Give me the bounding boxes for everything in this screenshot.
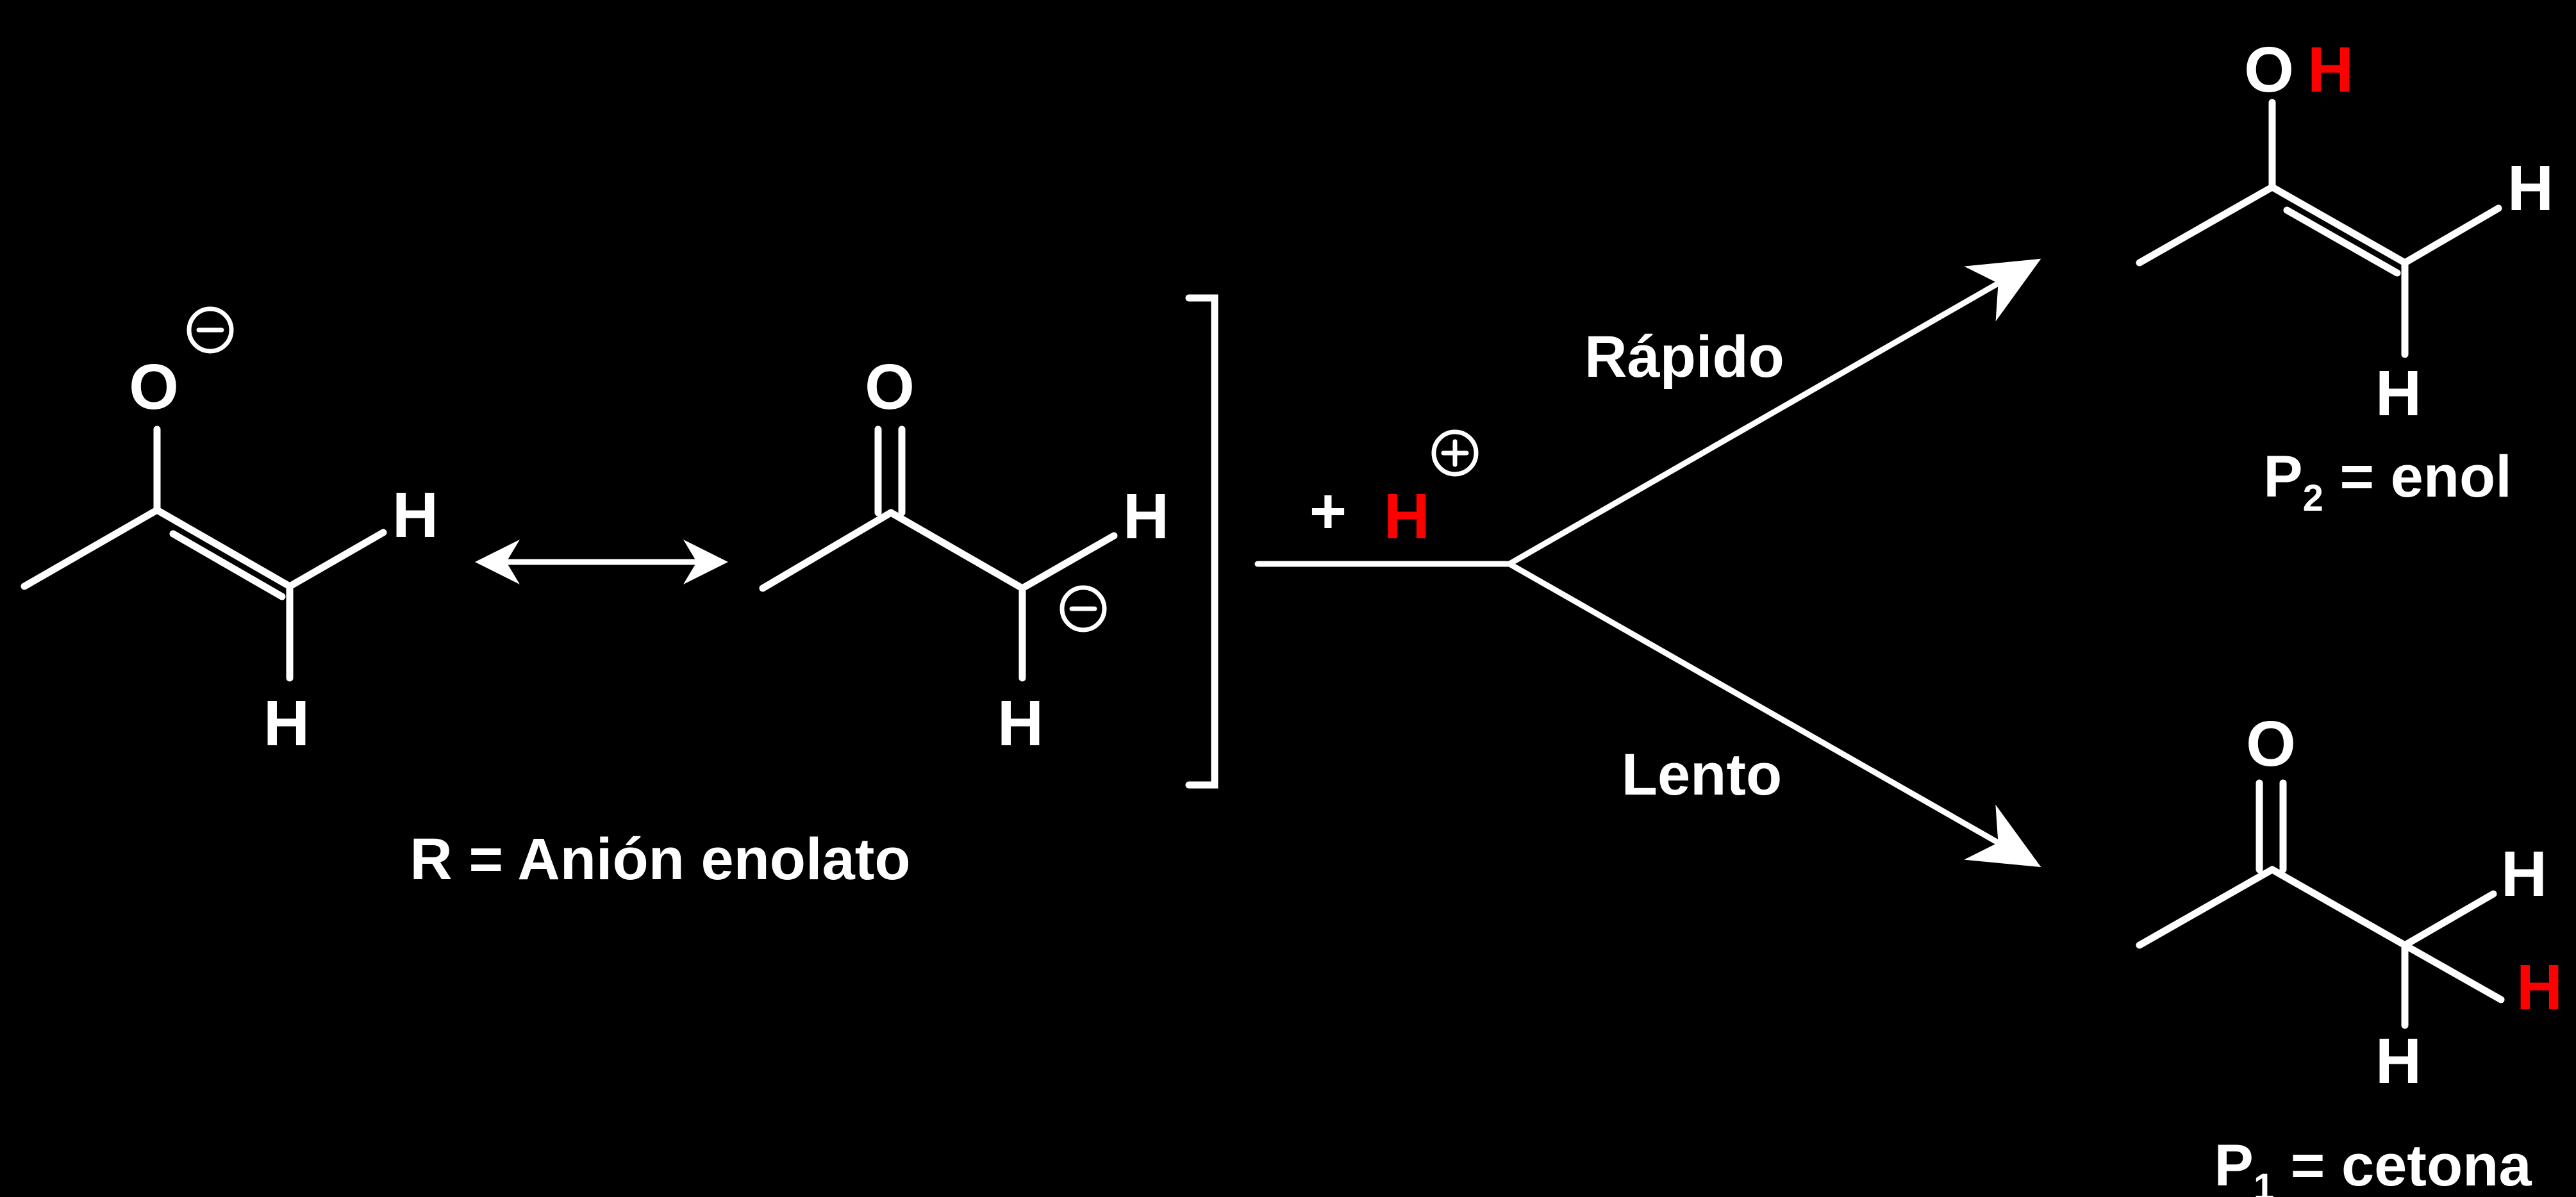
ch-bond-upper [1018,532,1118,592]
oxygen-atom: O [2246,708,2296,780]
enol-product: O H H H [2136,34,2554,429]
negative-charge-icon [1059,585,1107,632]
hydrogen-atom: H [392,479,438,551]
enolate-resonance-form-2: O H H [759,351,1169,759]
enol-product-label: P2 = enol [2263,444,2512,519]
ketone-product: O H H H [2136,708,2563,1097]
methyl-bond [759,509,895,592]
added-hydrogen: H [2516,952,2563,1023]
cc-double-bond-outer [153,506,294,590]
hydrogen-atom: H [2375,358,2422,429]
hydrogen-atom: H [263,688,310,759]
ch-bond-upper [286,529,387,590]
ch-bond-added [2401,941,2505,1003]
methyl-bond [2136,866,2276,949]
reactant-label: R = Anión enolato [410,827,910,892]
cc-double-bond-outer [2268,183,2409,267]
ch-bond-upper [2401,204,2502,267]
ketone-product-label: P1 = cetona [2214,1133,2532,1197]
methyl-bond [21,506,161,590]
plus-sign: + [1309,475,1347,547]
ch-bond-upper [2401,890,2497,949]
oxygen-atom: O [129,351,179,423]
oxygen-atom: O [865,351,915,423]
slow-pathway-arrow-icon [1506,561,2041,868]
hydrogen-atom: H [1123,481,1169,552]
hydrogen-atom: H [2501,838,2547,910]
proton-hydrogen: H [1384,481,1430,552]
hydrogen-atom: H [2507,153,2554,224]
slow-pathway-label: Lento [1622,742,1782,807]
negative-charge-icon [187,306,234,354]
cc-double-bond-inner [2283,206,2401,277]
positive-charge-icon [1431,429,1479,477]
proton-reagent: + H [1309,429,1479,552]
oxygen-atom: O [2244,34,2294,106]
added-hydrogen: H [2307,34,2354,106]
fast-pathway-label: Rápido [1584,324,1784,390]
hydrogen-atom: H [2375,1025,2422,1097]
cc-single-bond [887,509,1026,592]
methyl-bond [2136,183,2276,267]
closing-bracket [1185,294,1218,789]
cc-single-bond [2268,866,2409,949]
enolate-resonance-form-1: O H H [21,306,438,759]
cc-double-bond-inner [169,530,286,600]
hydrogen-atom: H [997,688,1043,759]
fast-pathway-arrow-icon [1506,258,2041,567]
